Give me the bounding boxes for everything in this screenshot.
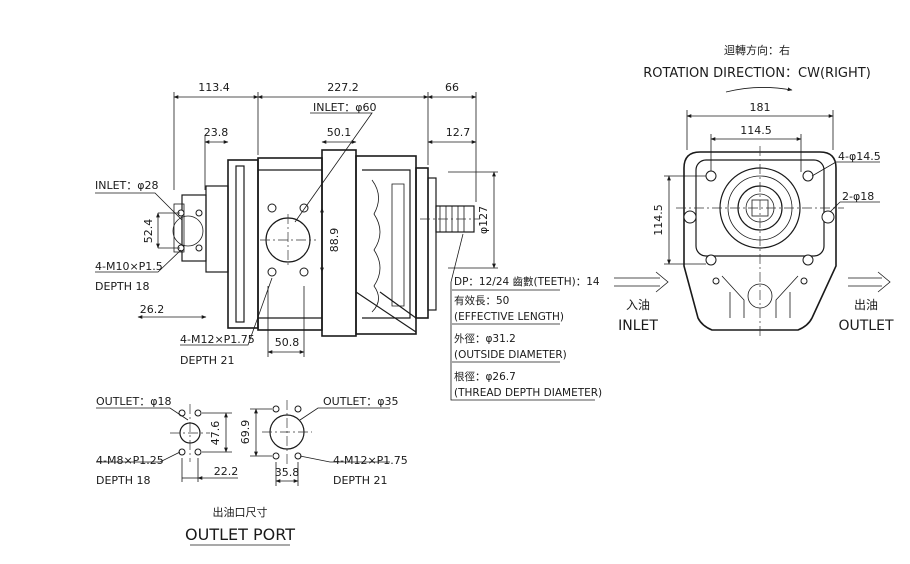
outlet-ports: OUTLET：φ18 47.6 22.2 4-M8×P1.25 DEPTH 18…	[96, 395, 408, 546]
inlet-left-label: INLET：φ28	[95, 179, 159, 192]
large-screw-spec: 4-M12×P1.75	[333, 454, 408, 467]
flange-hole	[821, 210, 835, 224]
outside-diameter-en: (OUTSIDE DIAMETER)	[454, 349, 567, 361]
dim-35-8: 35.8	[275, 466, 300, 479]
dim-22-2: 22.2	[214, 465, 239, 478]
outside-diameter-cn: 外徑：φ31.2	[454, 332, 516, 345]
root-diameter-en: (THREAD DEPTH DIAMETER)	[454, 387, 602, 399]
spline-spec: DP：12/24 齒數(TEETH)：14 有效長：50 (EFFECTIVE …	[452, 275, 602, 401]
dim-47-6: 47.6	[209, 421, 222, 446]
mount-hole	[802, 254, 814, 266]
pump-body	[227, 149, 437, 337]
small-outlet-title: OUTLET：φ18	[96, 395, 171, 408]
mount-hole	[802, 170, 814, 182]
effective-length-cn: 有效長：50	[454, 294, 509, 307]
large-outlet-title: OUTLET：φ35	[323, 395, 398, 408]
mount-hole	[705, 170, 717, 182]
dim-50-1: 50.1	[327, 126, 352, 139]
dim-23-8: 23.8	[204, 126, 229, 139]
dim-181: 181	[750, 101, 771, 114]
dim-52-4: 52.4	[142, 219, 155, 244]
dim-227-2: 227.2	[327, 81, 359, 94]
dim-114-5-v: 114.5	[652, 204, 665, 236]
screw-left-depth: DEPTH 18	[95, 280, 150, 293]
screw-bottom-depth: DEPTH 21	[180, 354, 235, 367]
outlet-port-caption-cn: 出油口尺寸	[213, 505, 268, 519]
small-screw-spec: 4-M8×P1.25	[96, 454, 164, 467]
inlet-top-label: INLET：φ60	[313, 101, 377, 114]
mount-hole	[705, 254, 717, 266]
dim-26-2: 26.2	[140, 303, 165, 316]
front-view: 迴轉方向：右 ROTATION DIRECTION：CW(RIGHT) 181 …	[614, 43, 894, 336]
outlet-port-small: OUTLET：φ18 47.6 22.2 4-M8×P1.25 DEPTH 18	[96, 395, 238, 487]
root-diameter-cn: 根徑：φ26.7	[454, 370, 516, 383]
left-inlet-flange	[172, 185, 229, 273]
dim-phi-127: φ127	[477, 206, 490, 234]
outlet-en: OUTLET	[838, 318, 893, 334]
outlet-cn: 出油	[854, 298, 878, 312]
inlet-arrow-icon	[614, 271, 669, 293]
flange-hole	[683, 210, 697, 224]
dim-114-5-h: 114.5	[740, 124, 772, 137]
inlet-en: INLET	[618, 318, 658, 334]
screw-left-spec: 4-M10×P1.5	[95, 260, 163, 273]
rotation-direction-en: ROTATION DIRECTION：CW(RIGHT)	[643, 66, 871, 81]
holes-2-label: 2-φ18	[842, 190, 874, 203]
screw-bottom-spec: 4-M12×P1.75	[180, 333, 255, 346]
dim-88-9: 88.9	[328, 228, 341, 253]
spline-shaft	[420, 205, 480, 233]
outlet-arrow-icon	[848, 271, 891, 293]
side-dimensions	[95, 92, 498, 401]
outlet-port-large: OUTLET：φ35 69.9 35.8 4-M12×P1.75 DEPTH 2…	[239, 395, 408, 487]
rotation-arrow-icon	[725, 87, 793, 93]
small-screw-depth: DEPTH 18	[96, 474, 151, 487]
dim-113-4: 113.4	[198, 81, 230, 94]
spline-dp: DP：12/24 齒數(TEETH)：14	[454, 275, 600, 288]
holes-4-label: 4-φ14.5	[838, 150, 881, 163]
effective-length-en: (EFFECTIVE LENGTH)	[454, 311, 564, 323]
dim-66: 66	[445, 81, 459, 94]
side-view: 113.4 227.2 66 INLET：φ60 23.8 50.1 12.7 …	[95, 81, 498, 401]
dim-50-8: 50.8	[275, 336, 300, 349]
outlet-port-caption-en: OUTLET PORT	[185, 525, 295, 544]
dim-12-7: 12.7	[446, 126, 471, 139]
large-screw-depth: DEPTH 21	[333, 474, 388, 487]
rotation-direction-cn: 迴轉方向：右	[724, 43, 790, 57]
dim-69-9: 69.9	[239, 420, 252, 445]
inlet-cn: 入油	[626, 298, 650, 312]
